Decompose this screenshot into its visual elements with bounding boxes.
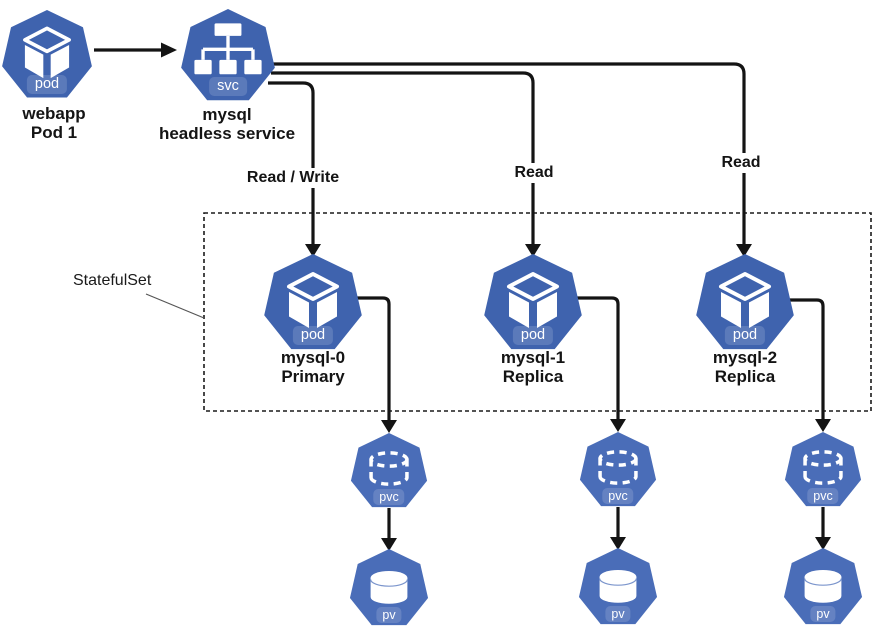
pod-cube-icon [719, 272, 771, 328]
pod-cube-icon [507, 272, 559, 328]
service-tree-icon [194, 23, 262, 75]
arrowheads [161, 42, 831, 551]
pv-cylinder-icon [370, 571, 408, 604]
pvc-dashed-cylinder-icon [803, 450, 843, 485]
arrowhead-down-icon [381, 538, 397, 551]
mysql-service-node: svc [181, 9, 275, 101]
pv-cylinder-icon [804, 570, 842, 603]
edge-mysql2-to-pvc2 [786, 298, 825, 420]
statefulset-label: StatefulSet [73, 272, 152, 289]
edge-service-to-mysql1 [271, 71, 535, 245]
pod-badge: pod [292, 326, 334, 345]
arrowhead-down-icon [736, 244, 752, 257]
arrowhead-down-icon [815, 419, 831, 432]
mysql-2-pod-node: pod [696, 254, 794, 350]
edge-mysql1-to-pvc1 [572, 296, 620, 420]
arrowhead-down-icon [610, 419, 626, 432]
pvc-0-node: pvc [350, 433, 428, 508]
edge-label-read-1: Read [509, 163, 559, 183]
pv-1-node: pv [578, 548, 658, 625]
pod-cube-icon [287, 272, 339, 328]
pvc-dashed-cylinder-icon [598, 450, 638, 485]
pvc-1-node: pvc [579, 432, 657, 507]
pod-badge: pod [26, 74, 68, 94]
pv-badge: pv [376, 606, 402, 623]
edge-service-to-mysql0 [268, 81, 315, 245]
mysql-1-label: mysql-1 Replica [501, 348, 565, 386]
arrowhead-down-icon [815, 537, 831, 550]
arrowhead-down-icon [305, 244, 321, 257]
webapp-pod-label-line2: Pod 1 [30, 123, 78, 142]
mysql-2-name: mysql-2 [712, 348, 778, 367]
pv-cylinder-icon [599, 570, 637, 603]
arrowhead-down-icon [525, 244, 541, 257]
pod-badge: pod [724, 326, 766, 345]
pvc-dashed-cylinder-icon [369, 451, 409, 486]
mysql-0-label: mysql-0 Primary [281, 348, 345, 386]
arrowhead-right-icon [161, 42, 177, 58]
mysql-0-role: Primary [281, 367, 345, 386]
edge-label-read-write: Read / Write [241, 168, 345, 188]
pv-2-node: pv [783, 548, 863, 625]
pvc-badge: pvc [807, 487, 839, 504]
mysql-0-name: mysql-0 [280, 348, 346, 367]
pv-badge: pv [605, 605, 631, 622]
pod-badge: pod [512, 326, 554, 345]
statefulset-group-border [203, 212, 872, 412]
mysql-service-label: mysql headless service [159, 105, 295, 143]
svc-badge: svc [209, 77, 247, 97]
pod-cube-icon [23, 26, 71, 79]
edge-mysql0-to-pvc0 [352, 296, 391, 421]
mysql-2-label: mysql-2 Replica [713, 348, 777, 386]
webapp-pod-label: webapp Pod 1 [22, 104, 85, 142]
mysql-service-label-line1: mysql [202, 105, 252, 124]
pv-badge: pv [810, 605, 836, 622]
pv-0-node: pv [349, 549, 429, 626]
pvc-badge: pvc [602, 487, 634, 504]
webapp-pod-label-line1: webapp [22, 104, 86, 123]
mysql-2-role: Replica [714, 367, 776, 386]
mysql-1-name: mysql-1 [500, 348, 566, 367]
mysql-0-pod-node: pod [264, 254, 362, 350]
edge-service-to-mysql2 [271, 62, 746, 245]
pvc-badge: pvc [373, 488, 405, 505]
mysql-service-label-line2: headless service [158, 124, 296, 143]
pvc-2-node: pvc [784, 432, 862, 507]
webapp-pod-node: pod [2, 10, 92, 98]
mysql-1-role: Replica [502, 367, 564, 386]
mysql-1-pod-node: pod [484, 254, 582, 350]
arrowhead-down-icon [610, 537, 626, 550]
arrowhead-down-icon [381, 420, 397, 433]
statefulset-pointer-line [145, 293, 205, 319]
edge-label-read-2: Read [716, 153, 766, 173]
